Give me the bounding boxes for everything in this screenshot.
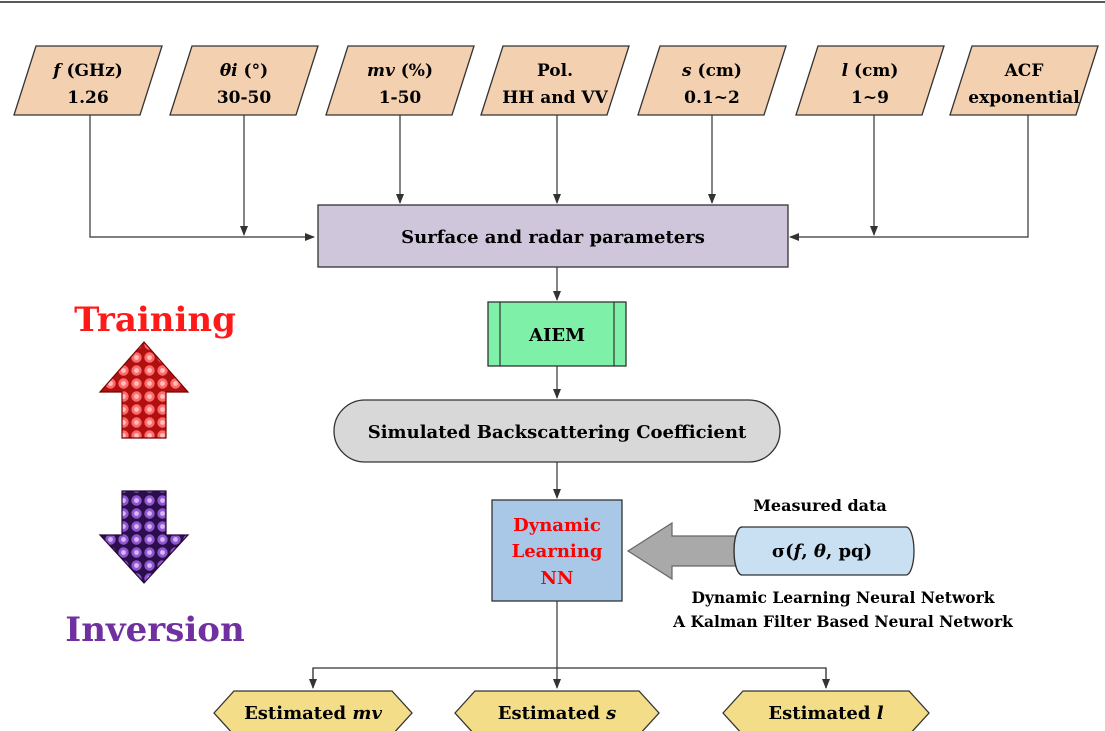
input-l: l (cm) 1~9 — [795, 45, 945, 116]
surface-radar-label: Surface and radar parameters — [401, 227, 705, 248]
input-s-unit: (cm) — [692, 61, 742, 81]
simulated-box: Simulated Backscattering Coefficient — [333, 399, 781, 463]
input-s: s (cm) 0.1~2 — [637, 45, 787, 116]
output-l-var: l — [877, 703, 884, 724]
inversion-label: Inversion — [65, 610, 244, 650]
aiem-label: AIEM — [528, 325, 585, 346]
svg-text:Estimated l: Estimated l — [768, 703, 883, 724]
input-theta-name: θi — [220, 61, 238, 81]
svg-text:f (GHz): f (GHz) — [52, 61, 123, 81]
input-acf: ACF exponential — [949, 45, 1099, 116]
input-l-value: 1~9 — [851, 88, 889, 108]
output-estimated-l: Estimated l — [722, 690, 930, 731]
training-label: Training — [74, 300, 236, 340]
svg-text:Pol.: Pol. — [537, 61, 573, 81]
measured-data-store: σ(f, θ, pq) — [733, 526, 915, 576]
output-s-var: s — [605, 703, 616, 724]
output-estimated-mv: Estimated mv — [213, 690, 413, 731]
input-mv: mv (%) 1-50 — [325, 45, 475, 116]
sigma-sep: , — [801, 541, 814, 562]
svg-text:s (cm): s (cm) — [681, 61, 742, 81]
input-f-value: 1.26 — [67, 88, 108, 108]
input-l-unit: (cm) — [848, 61, 898, 81]
input-theta-unit: (°) — [238, 61, 269, 81]
input-theta-value: 30-50 — [217, 88, 272, 108]
output-connectors — [309, 601, 830, 689]
dynamic-learning-nn-box: Dynamic Learning NN — [491, 499, 623, 602]
aiem-box: AIEM — [487, 301, 627, 367]
svg-text:l (cm): l (cm) — [842, 61, 899, 81]
svg-text:mv (%): mv (%) — [367, 61, 433, 81]
surface-radar-box: Surface and radar parameters — [317, 204, 789, 268]
nn-description-line2: A Kalman Filter Based Neural Network — [672, 612, 1013, 631]
output-s-prefix: Estimated — [498, 703, 606, 724]
svg-text:Estimated mv: Estimated mv — [244, 703, 382, 724]
input-mv-unit: (%) — [395, 61, 433, 81]
input-theta: θi (°) 30-50 — [169, 45, 319, 116]
measured-data-label: Measured data — [753, 496, 887, 515]
measured-to-nn-arrow — [626, 521, 747, 581]
input-s-value: 0.1~2 — [684, 88, 740, 108]
input-acf-name: ACF — [1004, 61, 1044, 81]
input-connectors — [89, 115, 1029, 241]
training-up-arrow — [98, 341, 190, 439]
input-f-unit: (GHz) — [61, 61, 123, 81]
svg-text:Estimated s: Estimated s — [498, 703, 616, 724]
nn-label-line2: Learning — [512, 541, 603, 562]
input-l-name: l — [842, 61, 849, 81]
output-mv-prefix: Estimated — [244, 703, 352, 724]
input-mv-name: mv — [367, 61, 396, 81]
nn-label-line3: NN — [541, 568, 574, 589]
output-l-prefix: Estimated — [768, 703, 876, 724]
nn-description-line1: Dynamic Learning Neural Network — [691, 588, 994, 607]
input-acf-value: exponential — [968, 88, 1080, 108]
output-estimated-s: Estimated s — [454, 690, 660, 731]
svg-text:ACF: ACF — [1004, 61, 1044, 81]
input-pol: Pol. HH and VV — [480, 45, 630, 116]
nn-label-line1: Dynamic — [513, 515, 601, 536]
svg-text:σ(f, θ, pq): σ(f, θ, pq) — [772, 541, 872, 562]
inversion-down-arrow — [98, 490, 190, 584]
input-mv-value: 1-50 — [379, 88, 422, 108]
input-pol-value: HH and VV — [502, 88, 608, 108]
input-pol-name: Pol. — [537, 61, 573, 81]
input-f: f (GHz) 1.26 — [13, 45, 163, 116]
sigma-prefix: σ( — [772, 541, 794, 562]
input-s-name: s — [681, 61, 692, 81]
output-mv-var: mv — [352, 703, 382, 724]
sigma-theta: θ — [814, 541, 826, 562]
sigma-suffix: , pq) — [826, 541, 872, 562]
simulated-label: Simulated Backscattering Coefficient — [368, 422, 747, 443]
svg-text:θi (°): θi (°) — [220, 61, 268, 81]
input-f-name: f — [52, 61, 63, 81]
